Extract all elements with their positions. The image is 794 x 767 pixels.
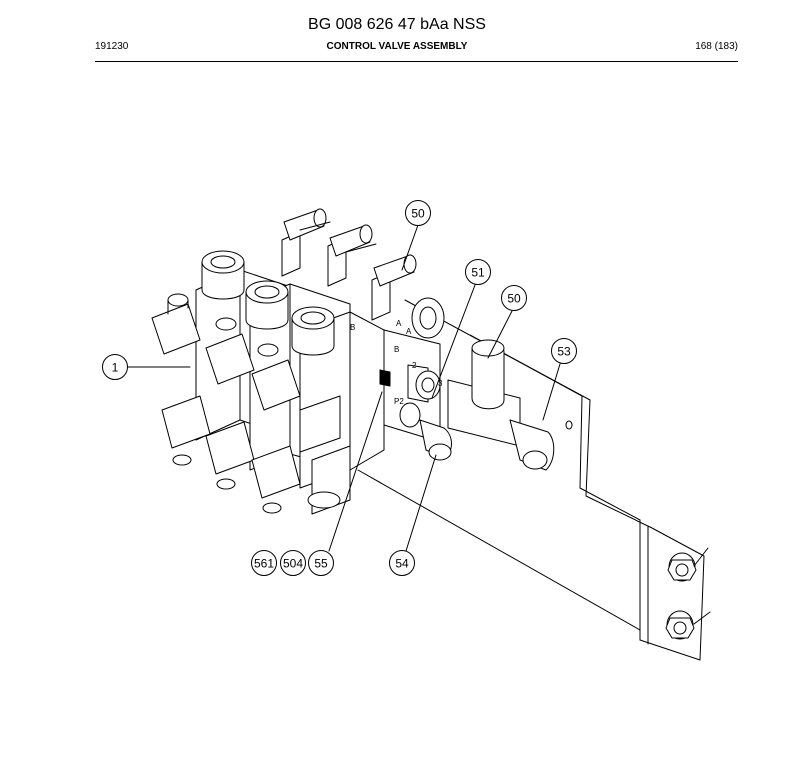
callout-1: 1	[102, 354, 128, 380]
callout-55: 55	[308, 550, 334, 576]
svg-text:561: 561	[254, 557, 274, 571]
mounting-bracket	[357, 299, 711, 661]
svg-text:1: 1	[112, 361, 119, 375]
svg-text:50: 50	[411, 207, 425, 221]
callout-50-lower: 50	[501, 285, 527, 311]
port-mark: 3	[438, 379, 443, 388]
svg-text:504: 504	[283, 557, 303, 571]
port-marks: B A B A P2 2 3	[350, 319, 443, 406]
svg-text:50: 50	[507, 292, 521, 306]
section-title: CONTROL VALVE ASSEMBLY	[326, 41, 468, 52]
callout-504: 504	[280, 550, 306, 576]
port-mark: A	[406, 327, 412, 336]
header-rule	[95, 61, 738, 62]
svg-text:53: 53	[557, 345, 571, 359]
port-mark: B	[394, 345, 399, 354]
callout-54: 54	[389, 550, 415, 576]
elbow-fittings	[281, 208, 417, 321]
date-code: 191230	[95, 41, 129, 52]
port-mark: B	[350, 323, 355, 332]
manifold-fittings	[399, 339, 555, 471]
callout-561: 561	[251, 550, 277, 576]
svg-text:54: 54	[395, 557, 409, 571]
svg-text:55: 55	[314, 557, 328, 571]
leader-lines	[126, 224, 561, 552]
solenoid-coils	[151, 293, 301, 514]
port-mark: A	[396, 319, 402, 328]
port-mark: 2	[412, 361, 417, 370]
callout-51: 51	[465, 259, 491, 285]
page-number: 168 (183)	[695, 41, 738, 52]
port-mark: P2	[394, 397, 404, 406]
svg-text:51: 51	[471, 266, 485, 280]
callout-53: 53	[551, 338, 577, 364]
hand-knobs	[201, 250, 335, 356]
callout-50-upper: 50	[405, 200, 431, 226]
callouts: 50 51 50 53 1 561 504 55 54	[102, 200, 577, 576]
document-id: BG 008 626 47 bAa NSS	[308, 16, 486, 33]
